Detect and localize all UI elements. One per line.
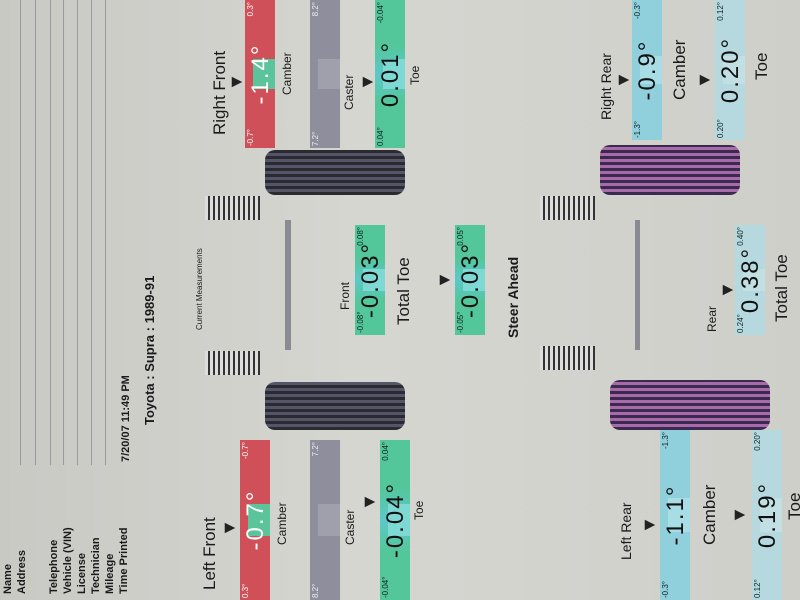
arrow-down-icon: ▼ bbox=[357, 73, 377, 91]
arrow-down-icon: ▼ bbox=[359, 493, 379, 511]
gauge-value: -1.4° bbox=[247, 43, 274, 105]
arrow-down-icon: ▼ bbox=[613, 71, 633, 89]
left-front-tire bbox=[265, 382, 405, 430]
field-label-telephone: Telephone bbox=[48, 539, 60, 594]
field-line bbox=[20, 0, 21, 465]
field-label-name: Name bbox=[2, 564, 14, 594]
steer-ahead-label: Steer Ahead bbox=[505, 256, 521, 338]
field-line bbox=[50, 0, 51, 465]
rear-total-toe-title: Rear bbox=[705, 305, 719, 332]
arrow-down-icon: ▼ bbox=[717, 281, 737, 299]
left-front-caster-gauge: 8.2° 7.2° bbox=[310, 440, 340, 600]
field-line bbox=[77, 0, 78, 465]
rear-link bbox=[635, 220, 640, 350]
field-label-vehicle: Vehicle (VIN) bbox=[62, 527, 74, 594]
right-front-camber-gauge: -0.7° 0.3° -1.4° bbox=[245, 0, 275, 148]
right-rear-toe-gauge: 0.20° 0.12° 0.20° bbox=[715, 0, 745, 140]
right-front-toe-gauge: 0.04° -0.04° 0.01° bbox=[375, 0, 405, 148]
right-front-camber-label: Camber bbox=[280, 52, 294, 95]
left-front-spring bbox=[205, 351, 260, 375]
arrow-down-icon: ▼ bbox=[434, 271, 454, 289]
left-front-toe-gauge: -0.04° 0.04° -0.04° bbox=[380, 440, 410, 600]
left-front-camber-label: Camber bbox=[275, 502, 289, 545]
right-front-title: Right Front bbox=[210, 50, 229, 135]
gauge-value: -0.03° bbox=[357, 241, 384, 319]
steer-ahead-gauge: -0.05° 0.05° -0.03° bbox=[455, 225, 485, 335]
gauge-value: -0.9° bbox=[634, 39, 661, 101]
field-line bbox=[105, 0, 106, 465]
right-rear-camber-label: Camber bbox=[670, 39, 689, 100]
right-front-caster-label: Caster bbox=[342, 74, 356, 110]
field-line bbox=[35, 0, 36, 465]
arrow-down-icon: ▼ bbox=[639, 516, 659, 534]
gauge-value: -0.7° bbox=[242, 489, 269, 551]
front-crossmember bbox=[285, 220, 291, 350]
gauge-value: -0.03° bbox=[457, 241, 484, 319]
time-printed-value: 7/20/07 11:49 PM bbox=[120, 375, 132, 462]
gauge-value: -1.1° bbox=[662, 484, 689, 546]
left-rear-camber-gauge: -0.3° -1.3° -1.1° bbox=[660, 430, 690, 600]
right-rear-title: Right Rear bbox=[598, 53, 614, 120]
field-line bbox=[91, 0, 92, 465]
right-rear-camber-gauge: -1.3° -0.3° -0.9° bbox=[632, 0, 662, 140]
gauge-min: 7.2° bbox=[311, 131, 320, 146]
left-rear-toe-label: Toe bbox=[785, 492, 800, 520]
left-rear-title: Left Rear bbox=[618, 502, 634, 560]
rear-total-toe-gauge: 0.24° 0.40° 0.38° bbox=[735, 225, 765, 335]
left-rear-camber-label: Camber bbox=[700, 484, 719, 545]
left-front-caster-label: Caster bbox=[343, 509, 357, 545]
arrow-down-icon: ▼ bbox=[219, 519, 239, 537]
field-label-license: License bbox=[76, 553, 88, 594]
gauge-value: -0.04° bbox=[382, 481, 409, 559]
left-rear-toe-gauge: 0.12° 0.20° 0.19° bbox=[752, 430, 782, 600]
right-front-tire bbox=[265, 150, 405, 195]
right-front-caster-gauge: 7.2° 8.2° bbox=[310, 0, 340, 148]
front-total-toe-title: Front bbox=[338, 281, 352, 310]
gauge-max: 7.2° bbox=[311, 442, 320, 457]
left-front-camber-gauge: 0.3° -0.7° -0.7° bbox=[240, 440, 270, 600]
right-front-toe-label: Toe bbox=[408, 65, 422, 85]
field-label-mileage: Mileage bbox=[104, 553, 116, 594]
gauge-value: 0.01° bbox=[377, 40, 404, 108]
left-front-title: Left Front bbox=[200, 517, 219, 590]
right-front-spring bbox=[205, 196, 260, 220]
gauge-value: 0.20° bbox=[717, 36, 744, 104]
left-front-toe-label: Toe bbox=[412, 500, 426, 520]
right-rear-tire bbox=[600, 145, 740, 195]
gauge-min: 8.2° bbox=[311, 583, 320, 598]
arrow-down-icon: ▼ bbox=[694, 71, 714, 89]
field-label-technician: Technician bbox=[90, 537, 102, 594]
vehicle-title: Toyota : Supra : 1989-91 bbox=[142, 275, 157, 425]
arrow-down-icon: ▼ bbox=[729, 506, 749, 524]
left-rear-tire bbox=[610, 380, 770, 430]
gauge-value: 0.38° bbox=[737, 246, 764, 314]
right-rear-toe-label: Toe bbox=[752, 52, 771, 80]
right-rear-spring bbox=[540, 196, 595, 220]
gauge-max: 8.2° bbox=[311, 2, 320, 17]
left-rear-spring bbox=[540, 346, 595, 370]
gauge-value: 0.19° bbox=[754, 481, 781, 549]
rear-total-toe-label: Total Toe bbox=[772, 254, 791, 322]
field-label-address: Address bbox=[16, 549, 28, 594]
field-line bbox=[63, 0, 64, 465]
front-total-toe-gauge: -0.08° 0.08° -0.03° bbox=[355, 225, 385, 335]
front-total-toe-label: Total Toe bbox=[394, 257, 413, 325]
section-title: Current Measurements bbox=[195, 248, 204, 330]
arrow-down-icon: ▼ bbox=[226, 73, 246, 91]
field-label-time-printed: Time Printed bbox=[118, 527, 130, 594]
